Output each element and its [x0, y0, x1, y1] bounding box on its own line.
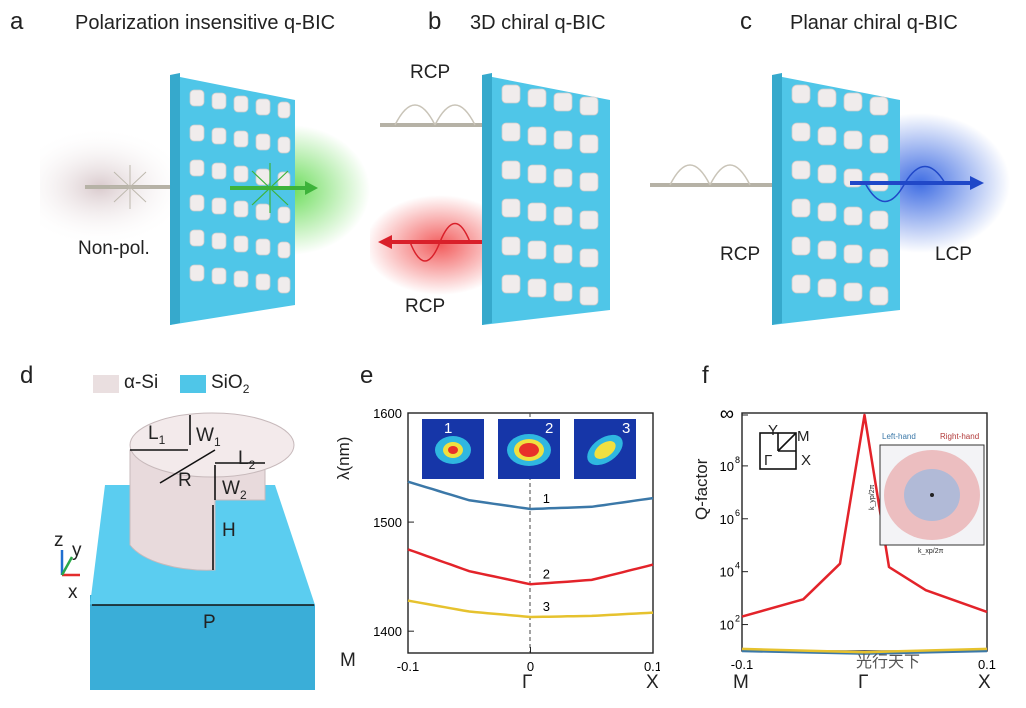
f-xtick-label: 0.1 — [978, 657, 996, 672]
f-ytick-label: 10 — [720, 618, 734, 633]
e-xsym-x: X — [646, 672, 659, 693]
panel-e-letter: e — [360, 362, 374, 389]
f-ytick-label: ∞ — [720, 403, 734, 425]
panel-b-letter: b — [428, 8, 442, 35]
e-series-2 — [407, 548, 654, 586]
bz-y: Y — [768, 422, 779, 439]
panel-c-output-label: LCP — [935, 244, 972, 265]
panel-f-letter: f — [702, 362, 709, 389]
panel-c-input-label: RCP — [720, 244, 761, 265]
panel-d-letter: d — [20, 362, 34, 389]
axis-y-label: y — [72, 540, 82, 561]
sio2-legend-swatch — [180, 375, 206, 393]
f-ytick-label: 10 — [720, 512, 734, 527]
inset-3-label: 3 — [622, 420, 631, 437]
e-xtick-label: 0 — [527, 659, 534, 674]
e-xtick-label: 0.1 — [644, 659, 660, 674]
f-ytick-exp: 8 — [735, 455, 740, 465]
f-series-red — [741, 413, 988, 618]
inset-1-label: 1 — [444, 420, 453, 437]
axis-z-label: z — [54, 530, 64, 551]
watermark: 光行天下 — [856, 654, 921, 671]
e-mode-label: 1 — [543, 491, 550, 506]
panel-c-illustration — [650, 73, 1010, 325]
bz-m: M — [797, 428, 810, 445]
bz-x: X — [801, 452, 812, 469]
panel-b-title: 3D chiral q-BIC — [470, 12, 606, 34]
f-ytick-exp: 6 — [735, 508, 740, 518]
inset-ylabel: k_yp/2π — [869, 484, 876, 510]
f-xtick-label: -0.1 — [731, 657, 753, 672]
panel-a-input-label: Non-pol. — [78, 238, 150, 259]
panel-b-illustration — [370, 73, 610, 325]
dim-p: P — [203, 612, 216, 633]
e-mode-label: 3 — [543, 599, 550, 614]
dim-w1: W1 — [196, 425, 221, 449]
f-ytick-label: 10 — [720, 565, 734, 580]
panel-a-title: Polarization insensitive q-BIC — [75, 12, 336, 34]
bz-gamma: Γ — [764, 452, 773, 469]
f-xsym-gamma: Γ — [858, 672, 869, 693]
f-xsym-m: M — [733, 672, 749, 693]
e-ytick-label: 1400 — [373, 624, 402, 639]
e-ytick-label: 1600 — [373, 406, 402, 421]
e-series-3 — [407, 599, 654, 619]
e-xsym-m: M — [340, 650, 356, 671]
f-ylabel: Q-factor — [692, 458, 711, 520]
inset-2-label: 2 — [545, 420, 554, 437]
e-series-1 — [407, 480, 654, 511]
sio2-legend-label: SiO2 — [211, 372, 250, 396]
e-ytick-label: 1500 — [373, 515, 402, 530]
e-xsym-gamma: Γ — [522, 672, 533, 693]
axis-x-label: x — [68, 582, 78, 603]
si-legend-swatch — [93, 375, 119, 393]
inset-xlabel: k_xp/2π — [918, 548, 944, 555]
dim-w2: W2 — [222, 478, 247, 502]
dim-l1: L1 — [148, 423, 166, 447]
unit-cell-diagram — [60, 412, 315, 690]
panel-b-bottom-label: RCP — [405, 296, 446, 317]
panel-a-letter: a — [10, 8, 24, 35]
brillouin-zone-inset — [759, 432, 797, 470]
legend-left-hand: Left-hand — [882, 432, 916, 441]
f-xsym-x: X — [978, 672, 991, 693]
f-ytick-exp: 2 — [735, 614, 740, 624]
dispersion-chart: 1600 1500 1400 -0.1 0 0.1 1 2 3 — [373, 406, 660, 674]
panel-c-title: Planar chiral q-BIC — [790, 12, 958, 34]
dim-r: R — [178, 470, 192, 491]
si-legend-label: α-Si — [124, 372, 159, 393]
f-series-blue — [741, 649, 988, 655]
f-series-yellow — [741, 647, 988, 654]
panel-a-illustration — [40, 73, 370, 325]
panel-c-letter: c — [740, 8, 752, 35]
dim-l2: L2 — [238, 448, 256, 472]
legend-right-hand: Right-hand — [940, 432, 980, 441]
f-ytick-exp: 4 — [735, 561, 740, 571]
field-insets — [422, 419, 636, 479]
e-ylabel: λ(nm) — [334, 436, 353, 480]
dim-h: H — [222, 520, 236, 541]
e-xtick-label: -0.1 — [397, 659, 419, 674]
f-ytick-label: 10 — [720, 459, 734, 474]
panel-b-top-label: RCP — [410, 62, 451, 83]
polarization-map-inset — [879, 444, 985, 546]
e-mode-label: 2 — [543, 566, 550, 581]
